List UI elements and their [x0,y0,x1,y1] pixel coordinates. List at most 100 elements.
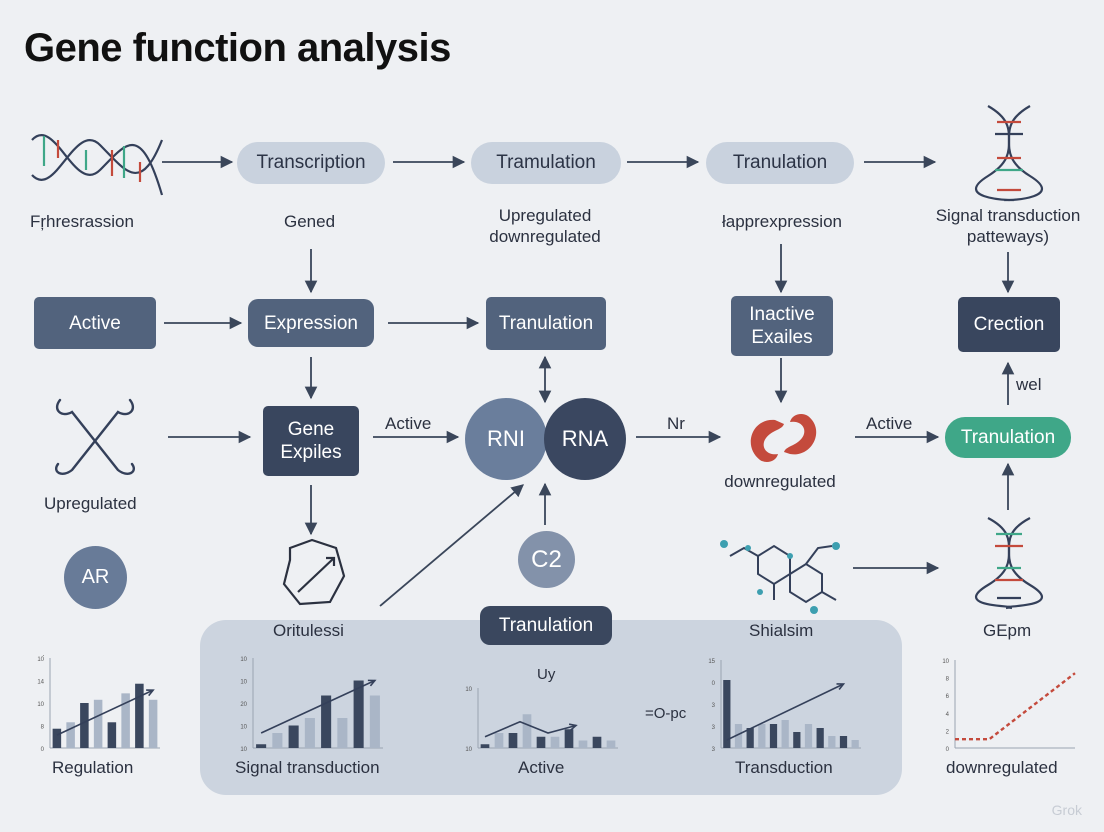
chart-bar [606,740,616,748]
chart-bar [52,728,62,748]
label-oritulessi: Oritulessi [273,621,344,640]
chart-bar [148,699,158,748]
chart-bar [592,736,602,748]
page-title: Gene function analysis [24,26,451,70]
chart-bar [321,695,332,748]
chart-bar [121,693,130,748]
chart-series-line [955,672,1076,741]
chart-tick-label: 8 [41,725,45,731]
chart-bar [107,722,117,748]
chart-bar [353,680,364,748]
chart-label-opc: =O-pc [645,705,687,722]
chart-tick-label: 10 [240,725,247,731]
label-gepm: GEpm [983,621,1032,640]
box-gene-line2: Expiles [280,442,342,463]
downregulated-icon [750,414,817,462]
chart-trend-arrowhead [367,679,377,687]
chart-bar [337,718,348,748]
chart-trend-arrowhead [836,683,846,690]
chart-tick-label: 4 [946,712,950,718]
tag-tranulation[interactable]: Tranulation [480,606,612,645]
label-upregulated-downregulated: Upregulated downregulated [470,205,620,247]
chart-tick-label: 3 [712,703,716,709]
box-active[interactable]: Active [34,297,156,349]
dna-helix-lower-icon [975,517,1043,610]
chart-label-downregulated: downregulated [946,758,1058,777]
box-tranulation[interactable]: Tranulation [486,297,606,350]
chart-bar [550,736,560,748]
chart-label-active: Active [518,758,565,777]
molecule-icon [720,540,840,614]
chart-label-uy: Uy [537,666,556,683]
pill-tranulation[interactable]: Tranulation [706,142,854,184]
chart-bar [272,733,283,748]
chart-bar [480,744,490,748]
circle-rna[interactable]: RNA [544,398,626,480]
label-arrow-nr: Nr [667,414,685,433]
box-crection[interactable]: Crection [958,297,1060,352]
chart-bar [839,736,848,748]
chart-tick-label: 10 [37,702,44,708]
chart-bar [578,740,588,748]
chart-bar [723,680,731,748]
chart-bar [536,736,546,748]
chart-label-signal: Signal transduction [235,758,380,777]
label-upregulated: Upregulated [498,206,592,225]
chart-bar [793,732,801,748]
chart-tick-label: 0 [712,681,716,687]
chart-bar [135,683,144,748]
label-apprexpression: łapprexpression [721,212,842,231]
chart-bar [746,728,754,748]
label-signal-line2: patteways) [966,227,1050,246]
chart-trend-line [484,720,577,738]
box-inactive-line1: Inactive [749,304,815,325]
label-wel: wel [1016,375,1042,394]
chart-bar [304,718,315,748]
chart-tick-label: 6 [946,694,950,700]
chart-trend-arrowhead [568,723,578,731]
chart-bar [781,720,789,748]
chart-bar [494,733,504,748]
label-arrow-active-left: Active [385,414,432,433]
box-tranulation-green[interactable]: Tranulation [945,417,1071,458]
chart-bar [93,699,103,748]
label-arrow-active-right: Active [866,414,913,433]
chart-tick-label: 10 [240,747,247,753]
label-dna-left: Fŗhresrassion [30,212,134,231]
circle-c2[interactable]: C2 [518,531,575,588]
label-downregulated-row3: downregulated [724,472,836,491]
dna-helix-vertical-icon [975,105,1043,202]
chart-tick-label: 15 [708,659,715,665]
circle-rni[interactable]: RNI [465,398,547,480]
pill-transcription[interactable]: Transcription [237,142,385,184]
label-signal-transduction: Signal transduction patteways) [924,205,1092,247]
pill-tramulation[interactable]: Tramulation [471,142,621,184]
chart-tick-label: 10 [240,680,247,686]
box-gene-line1: Gene [287,419,335,440]
chart-bar [804,724,813,748]
chart-tick-label: 0 [41,747,45,753]
chart-bar [734,724,743,748]
chart-tick-label: 10 [942,659,949,665]
chart-bar [522,714,532,748]
label-shialsim: Shialsim [749,621,814,640]
chart-trend-line [56,689,154,736]
cell-icon [282,538,346,606]
box-inactive-line2: Exailes [751,327,813,348]
chart-trend-line [260,679,376,734]
chart-label-transduction: Transduction [735,758,833,777]
dna-helix-icon [31,134,164,196]
circle-ar[interactable]: AR [64,546,127,609]
label-gened: Gened [284,212,336,231]
chart-trend-line [726,683,844,741]
box-expression[interactable]: Expression [248,299,374,347]
arrow [379,484,524,607]
chart-bar [66,722,75,748]
chart-bar [256,744,267,748]
chart-bar [564,729,574,748]
chart-tick-label: 14 [37,680,44,686]
chart-tick-label: 0 [946,747,950,753]
